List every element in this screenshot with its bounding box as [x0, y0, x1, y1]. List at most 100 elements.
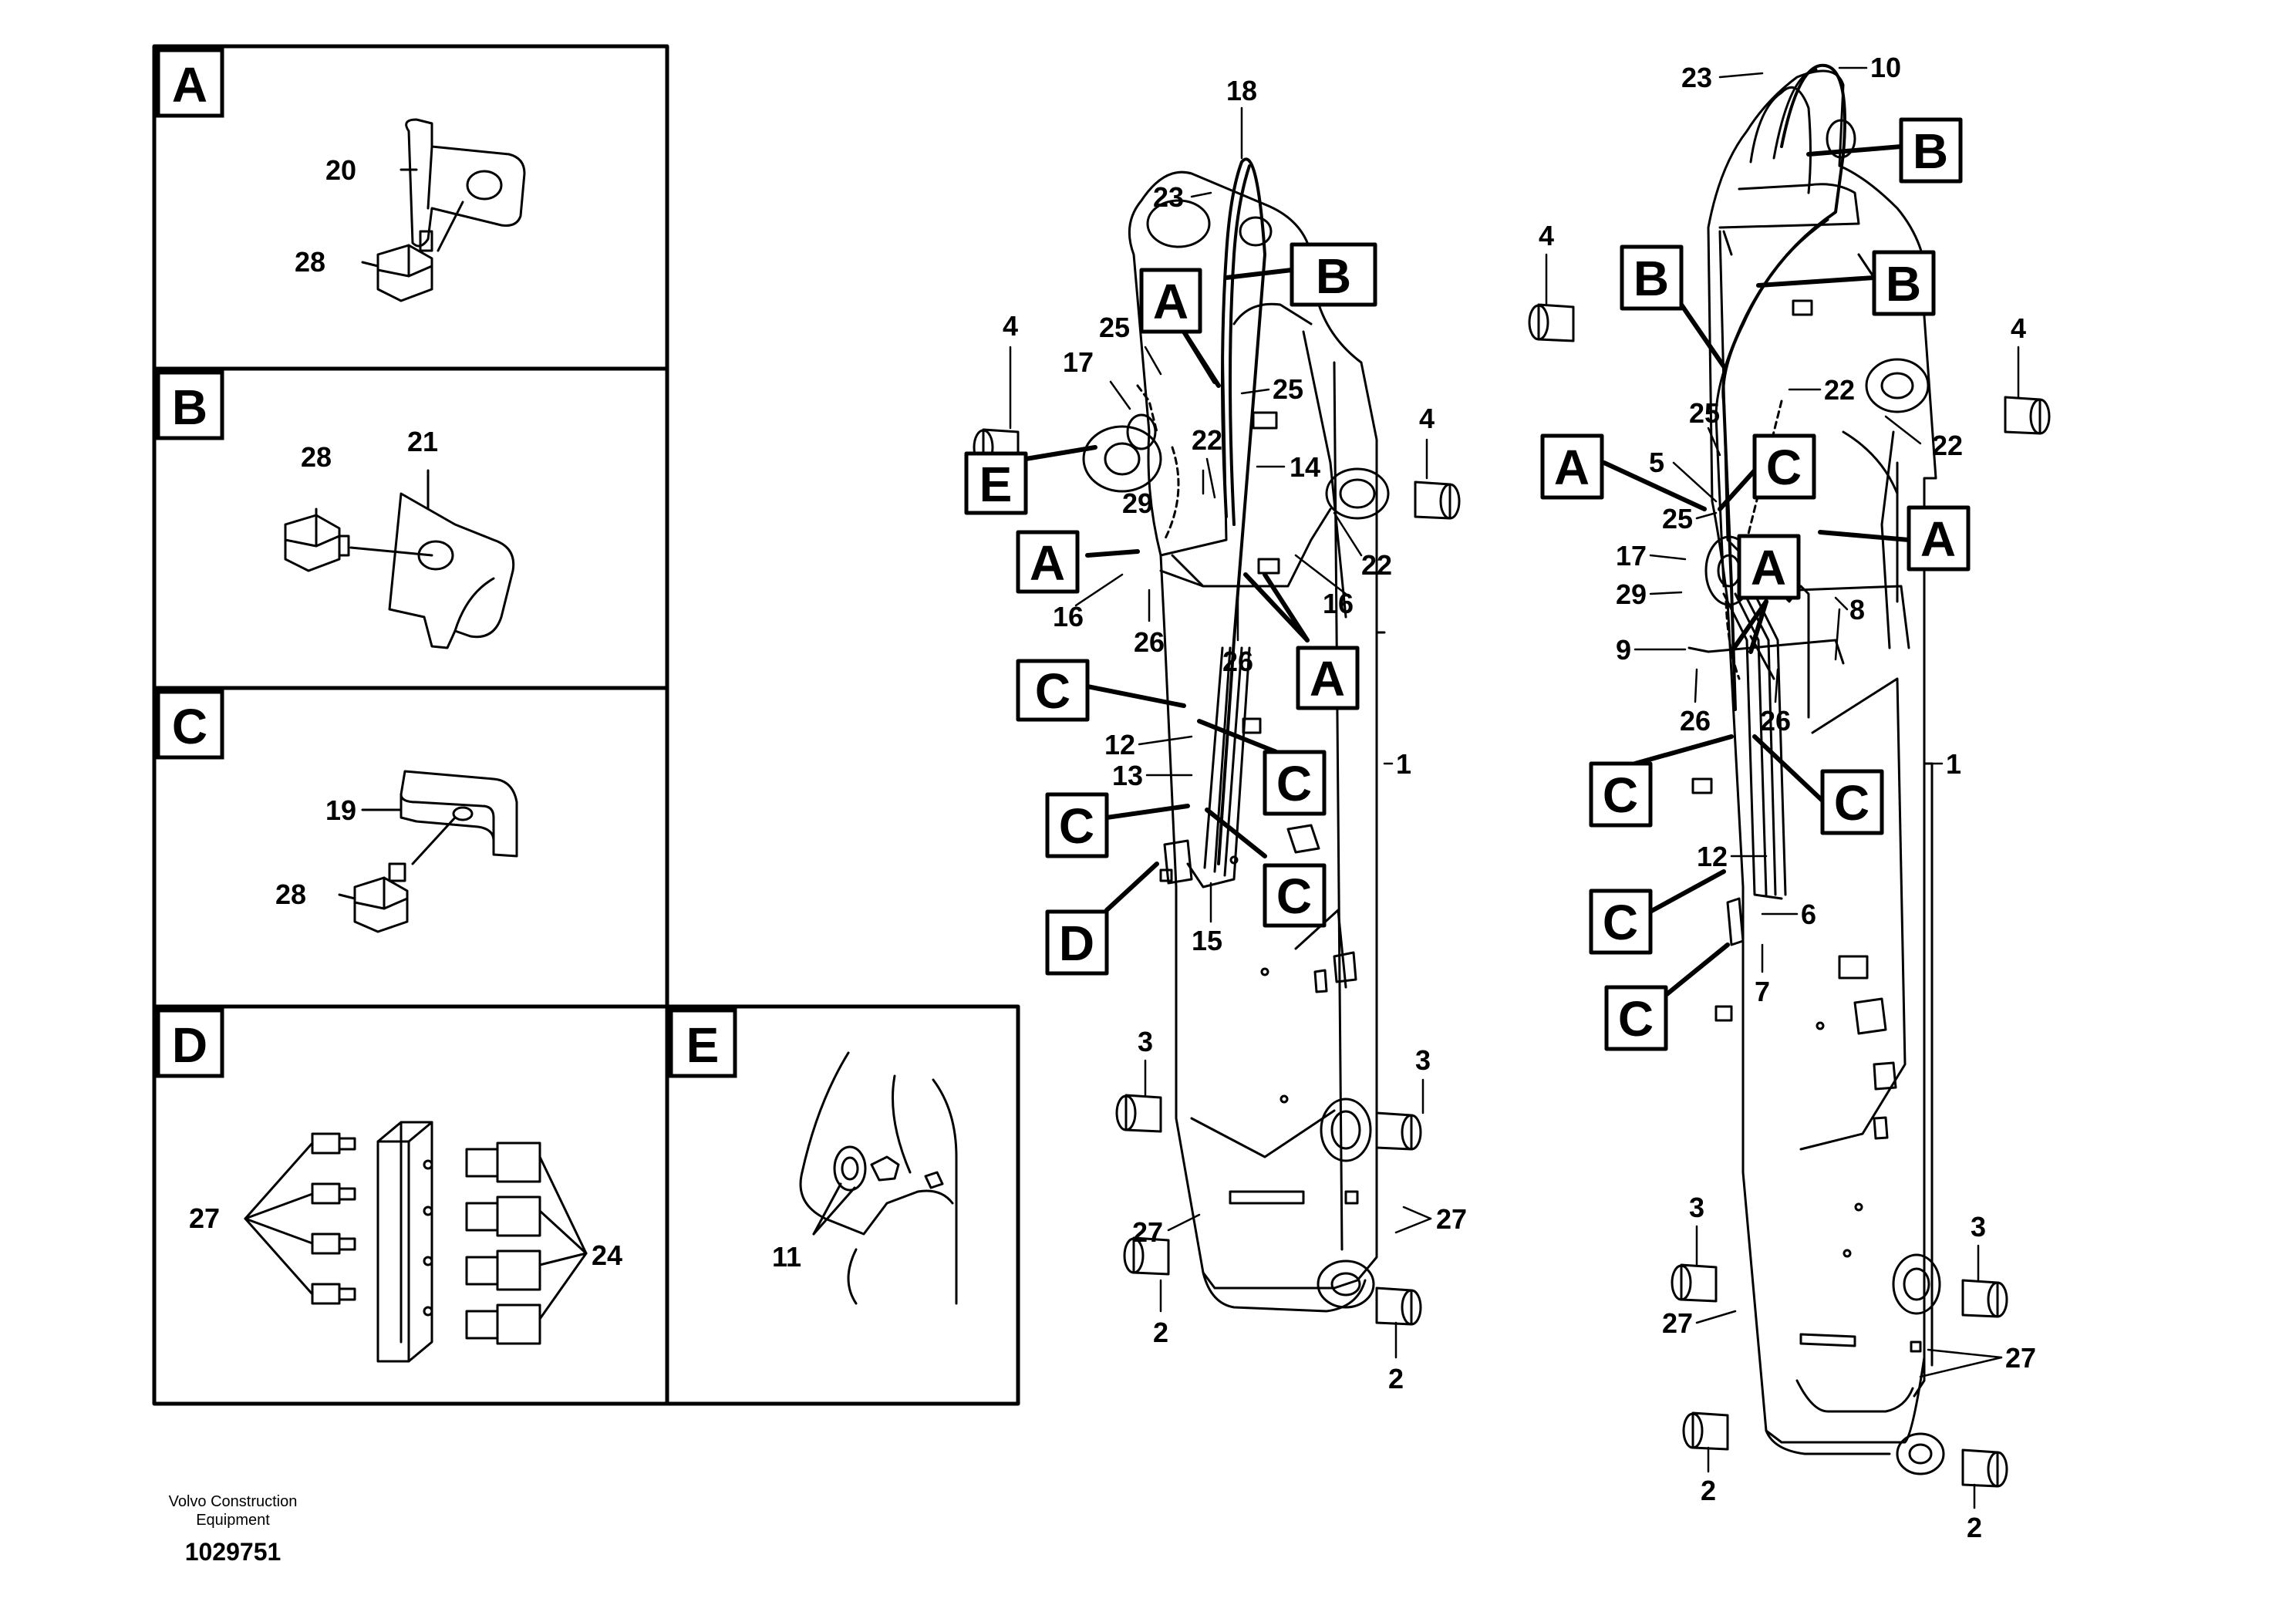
left-callout-18: 18	[1226, 75, 1257, 106]
left-ref-a-top: A	[1153, 274, 1188, 329]
panel-letter-boxes: A B C D E	[156, 48, 737, 1078]
left-callout-14: 14	[1290, 451, 1320, 483]
panel-b-drawing	[284, 469, 515, 649]
footer: Volvo Construction Equipment 1029751	[169, 1493, 298, 1566]
left-callout-4b: 4	[1419, 403, 1435, 434]
detail-panels-frame	[152, 44, 1020, 1406]
left-callout-13: 13	[1112, 760, 1143, 791]
right-callout-29: 29	[1616, 578, 1647, 610]
right-callout-4b: 4	[2011, 312, 2026, 344]
right-callout-25a: 25	[1689, 397, 1720, 429]
left-callout-26b: 26	[1222, 646, 1253, 677]
right-callout-7: 7	[1755, 976, 1770, 1007]
right-callout-23: 23	[1681, 62, 1712, 93]
right-ref-d: C	[1618, 991, 1654, 1047]
right-detail-ref-leaders	[1602, 144, 1911, 997]
right-callout-27a: 27	[1662, 1307, 1693, 1339]
drawing-number: 1029751	[185, 1538, 282, 1566]
left-callout-12: 12	[1104, 729, 1135, 760]
left-ref-c-2: C	[1276, 756, 1312, 811]
right-ref-c-1: C	[1603, 767, 1638, 823]
panel-d-drawing	[244, 1121, 588, 1363]
left-callout-4a: 4	[1003, 310, 1018, 342]
left-ref-c-4: C	[1276, 868, 1312, 924]
right-leaders	[1545, 66, 2020, 1509]
right-callout-9: 9	[1616, 634, 1631, 666]
left-callout-2a: 2	[1153, 1317, 1168, 1348]
right-callout-22b: 22	[1932, 430, 1963, 461]
right-ref-b-left: B	[1633, 251, 1669, 306]
left-callout-16a: 16	[1053, 601, 1084, 632]
panel-a-drawing	[361, 118, 526, 302]
panel-c-drawing	[338, 770, 518, 933]
left-callout-3a: 3	[1138, 1026, 1153, 1057]
left-detail-ref-leaders	[1023, 268, 1310, 912]
right-boom-drawing	[1528, 63, 2051, 1488]
right-ref-a-mid: A	[1751, 540, 1786, 595]
panel-c-letter: C	[172, 699, 207, 754]
left-callout-17: 17	[1063, 346, 1094, 378]
panel-a-part-20: 20	[325, 154, 356, 186]
left-callout-26a: 26	[1134, 626, 1165, 658]
left-callout-22b: 22	[1361, 549, 1392, 581]
right-callout-26a: 26	[1680, 705, 1711, 737]
right-callout-22a: 22	[1824, 374, 1855, 406]
panel-d-part-27: 27	[189, 1202, 220, 1234]
left-view-callouts: 18 23 25 17 4 22 14 29 25 4 16 22 16 26 …	[1003, 75, 1467, 1394]
left-ref-b: B	[1316, 248, 1351, 304]
left-callout-15: 15	[1192, 925, 1222, 956]
left-callout-22a: 22	[1192, 424, 1222, 456]
panel-b-part-21: 21	[407, 426, 438, 457]
left-ref-e: E	[979, 457, 1013, 512]
right-callout-10: 10	[1870, 52, 1901, 83]
right-callout-1: 1	[1946, 748, 1961, 780]
left-ref-c-3: C	[1059, 798, 1094, 854]
right-callout-8: 8	[1849, 594, 1865, 626]
right-callout-25b: 25	[1662, 503, 1693, 534]
right-ref-a-left: A	[1554, 440, 1590, 495]
panel-d-letter: D	[172, 1017, 207, 1073]
left-callout-2b: 2	[1388, 1363, 1404, 1394]
left-callout-3b: 3	[1415, 1044, 1431, 1076]
left-callout-25b: 25	[1273, 373, 1303, 405]
left-ref-boxes	[964, 242, 1377, 976]
panel-c-part-28: 28	[275, 878, 306, 910]
right-callout-2a: 2	[1701, 1475, 1716, 1506]
right-ref-a-right: A	[1920, 511, 1956, 567]
right-callout-4a: 4	[1539, 220, 1554, 251]
left-callout-27a: 27	[1132, 1216, 1163, 1248]
left-callout-1: 1	[1396, 748, 1411, 780]
left-callout-16b: 16	[1323, 588, 1354, 619]
right-ref-c-3: C	[1603, 895, 1638, 950]
left-callout-29: 29	[1122, 487, 1153, 519]
panel-e-part-11: 11	[772, 1241, 801, 1273]
right-ref-c-2: C	[1834, 775, 1870, 831]
panel-c-part-19: 19	[325, 794, 356, 826]
panel-callouts: 20 28 28 21 19 28 27 24 11	[189, 154, 801, 1273]
brand-line-1: Volvo Construction	[169, 1493, 298, 1510]
right-callout-2b: 2	[1967, 1512, 1982, 1543]
left-callout-23: 23	[1153, 181, 1184, 213]
left-ref-a-right: A	[1310, 651, 1345, 706]
right-callout-3b: 3	[1971, 1211, 1986, 1243]
left-view-detail-refs: B A E A A C C C C D	[979, 248, 1351, 971]
right-view-detail-refs: B B B A C A A C C C C	[1554, 123, 1956, 1047]
left-ref-d: D	[1059, 916, 1094, 971]
left-callout-25a: 25	[1099, 312, 1130, 343]
right-view-callouts: 23 10 4 4 22 25 22 5 25 17 29 8 9 26 26 …	[1539, 52, 2036, 1543]
right-callout-5: 5	[1649, 447, 1664, 478]
right-callout-12: 12	[1697, 841, 1728, 872]
panel-e-drawing	[799, 1051, 958, 1305]
right-ref-c-top: C	[1766, 440, 1802, 495]
right-callout-26b: 26	[1760, 705, 1791, 737]
left-leaders	[1009, 106, 1432, 1359]
right-bushings	[1528, 303, 2051, 1488]
panel-a-part-28: 28	[295, 246, 325, 278]
right-callout-27b: 27	[2005, 1342, 2036, 1374]
left-ref-c-1: C	[1035, 663, 1070, 719]
left-boom-drawing	[973, 157, 1461, 1326]
panel-b-letter: B	[172, 379, 207, 435]
right-ref-b-right: B	[1886, 256, 1921, 312]
left-callout-27b: 27	[1436, 1203, 1467, 1235]
